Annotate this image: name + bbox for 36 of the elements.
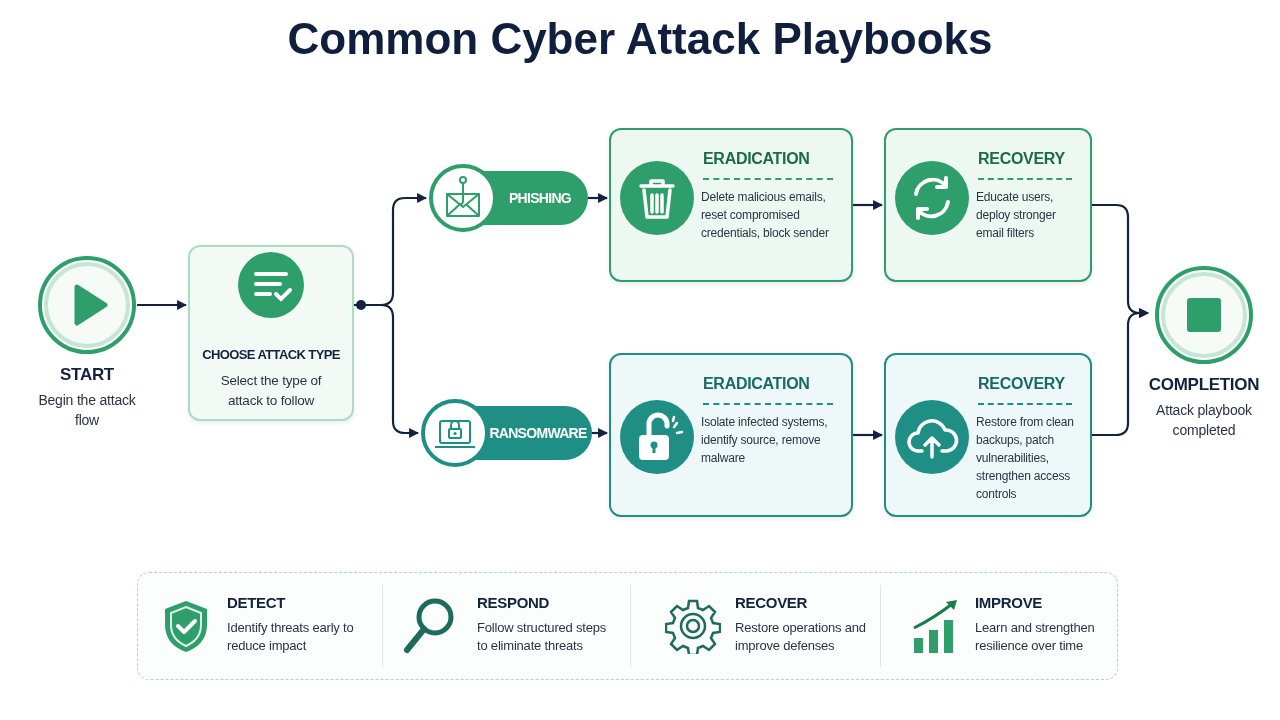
step-card <box>884 353 1092 517</box>
category-label: PHISHING <box>507 189 573 208</box>
step-description: Isolate infected systems, identify source, remove malware <box>701 414 829 467</box>
arrow <box>853 200 883 210</box>
terminal-description: Attack playbook completed <box>1155 401 1253 440</box>
step-card <box>188 245 354 421</box>
step-description: Select the type of attack to follow <box>219 372 323 410</box>
step-card <box>609 353 853 517</box>
terminal-description: Begin the attack flow <box>37 391 137 430</box>
arrow <box>137 300 187 310</box>
step-description: Restore from clean backups, patch vulnerabilities, strengthen access controls <box>976 414 1075 503</box>
principle-title: DETECT <box>227 594 287 611</box>
principle-title: RESPOND <box>477 594 551 611</box>
step-card <box>609 128 853 282</box>
principle-description: Identify threats early to reduce impact <box>227 619 355 655</box>
step-title: RECOVERY <box>978 375 1066 393</box>
category-label: RANSOMWARE <box>488 424 588 443</box>
terminal-title: COMPLETION <box>1147 375 1261 395</box>
terminal-title: START <box>59 365 115 385</box>
arrow <box>592 428 608 438</box>
arrow <box>588 193 608 203</box>
principle-title: RECOVER <box>735 594 809 611</box>
diagram-title: Common Cyber Attack Playbooks <box>286 14 994 64</box>
step-description: Educate users, deploy stronger email filters <box>976 189 1057 242</box>
step-title: CHOOSE ATTACK TYPE <box>201 347 341 362</box>
step-card <box>884 128 1092 282</box>
step-title: RECOVERY <box>978 150 1066 168</box>
step-title: ERADICATION <box>703 375 811 393</box>
step-title: ERADICATION <box>703 150 811 168</box>
principle-description: Follow structured steps to eliminate threats <box>477 619 608 655</box>
principle-description: Restore operations and improve defenses <box>735 619 867 655</box>
step-description: Delete malicious emails, reset compromised credentials, block sender <box>701 189 830 242</box>
arrow <box>1092 308 1149 437</box>
principle-description: Learn and strengthen resilience over time <box>975 619 1096 655</box>
principle-title: IMPROVE <box>975 594 1044 611</box>
arrow <box>853 430 883 440</box>
